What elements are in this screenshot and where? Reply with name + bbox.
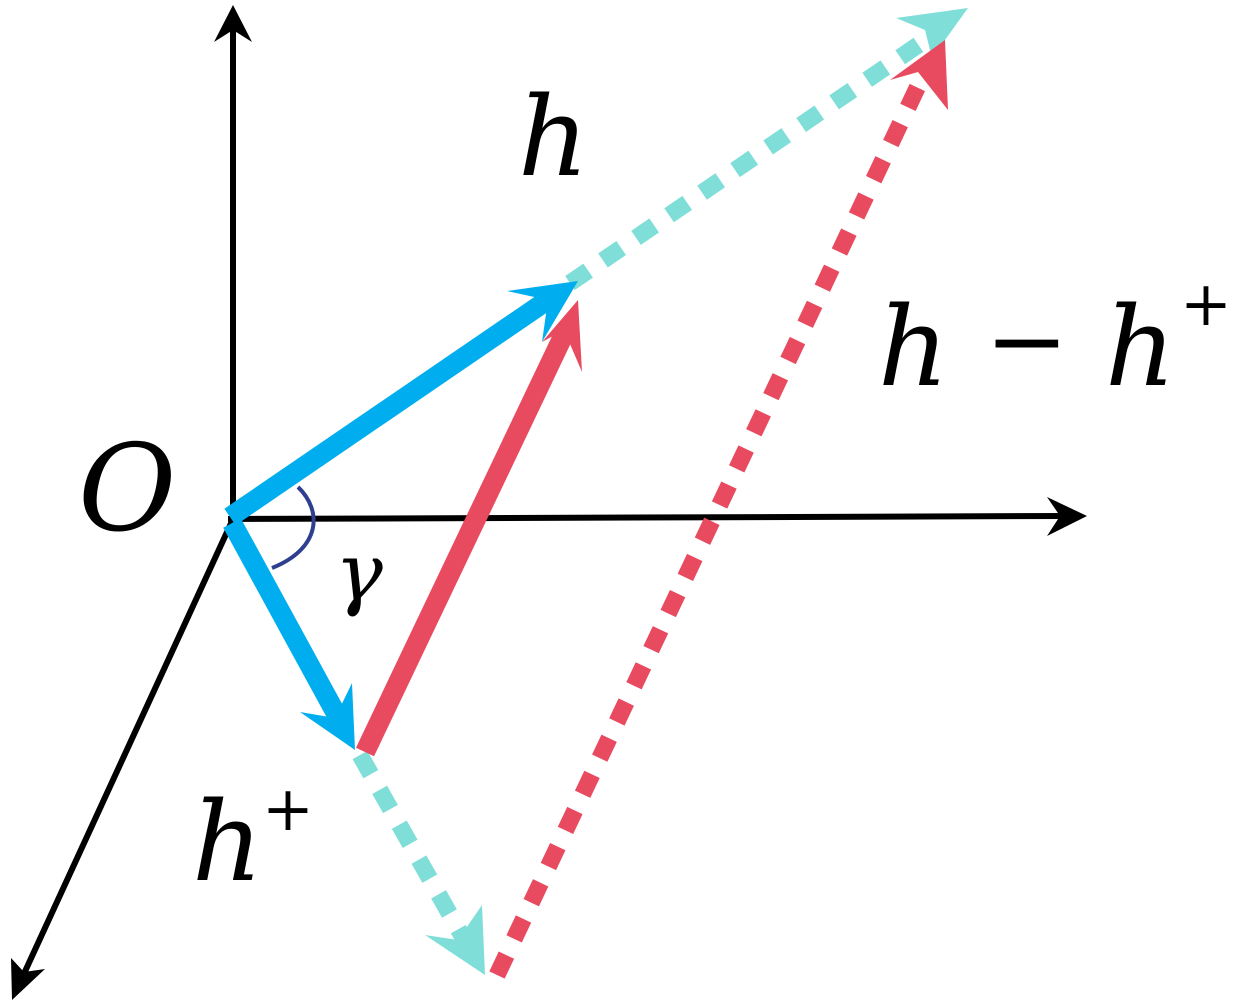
dashed-diff-line xyxy=(489,61,936,979)
dashed-h-extension xyxy=(565,8,968,291)
y-axis-arrowhead xyxy=(214,5,252,42)
solid-diff-arrowhead xyxy=(542,300,582,372)
dashed-hplus-arrowhead xyxy=(425,905,485,975)
dashed-diff-arrowhead xyxy=(890,40,948,110)
angle-label: γ xyxy=(335,526,383,619)
diff-label-h: h xyxy=(878,283,949,411)
vector-h-label: h xyxy=(518,73,589,201)
solid-diff-vector xyxy=(355,300,582,757)
dashed-h-arrowhead xyxy=(896,8,968,58)
x-axis-arrowhead xyxy=(1047,497,1087,536)
diff-label: h − h + xyxy=(878,267,1232,411)
diff-label-minus: − xyxy=(985,282,1069,399)
diff-label-h2: h xyxy=(1105,283,1176,411)
dashed-h-line xyxy=(565,22,945,291)
vector-h xyxy=(224,281,578,526)
x-axis xyxy=(227,513,1067,522)
z-axis xyxy=(19,517,236,980)
dashed-diff-vector xyxy=(489,40,948,979)
vector-hplus xyxy=(223,518,355,750)
diff-label-sup: + xyxy=(1180,267,1232,340)
z-axis-arrowhead xyxy=(11,958,45,1000)
vector-hplus-arrowhead xyxy=(300,683,355,750)
vector-h-line xyxy=(224,286,561,526)
vector-hplus-label: h + xyxy=(192,772,314,906)
angle-arc xyxy=(271,485,316,570)
dashed-hplus-line xyxy=(352,750,478,955)
vector-hplus-label-sup: + xyxy=(262,772,314,845)
origin-label: O xyxy=(78,420,176,559)
axes xyxy=(11,5,1087,1000)
vector-h-arrowhead xyxy=(507,281,578,342)
vector-hplus-line xyxy=(223,518,354,735)
vector-hplus-label-base: h xyxy=(192,778,263,906)
dashed-hplus-extension xyxy=(352,750,485,975)
solid-diff-line xyxy=(355,323,577,757)
